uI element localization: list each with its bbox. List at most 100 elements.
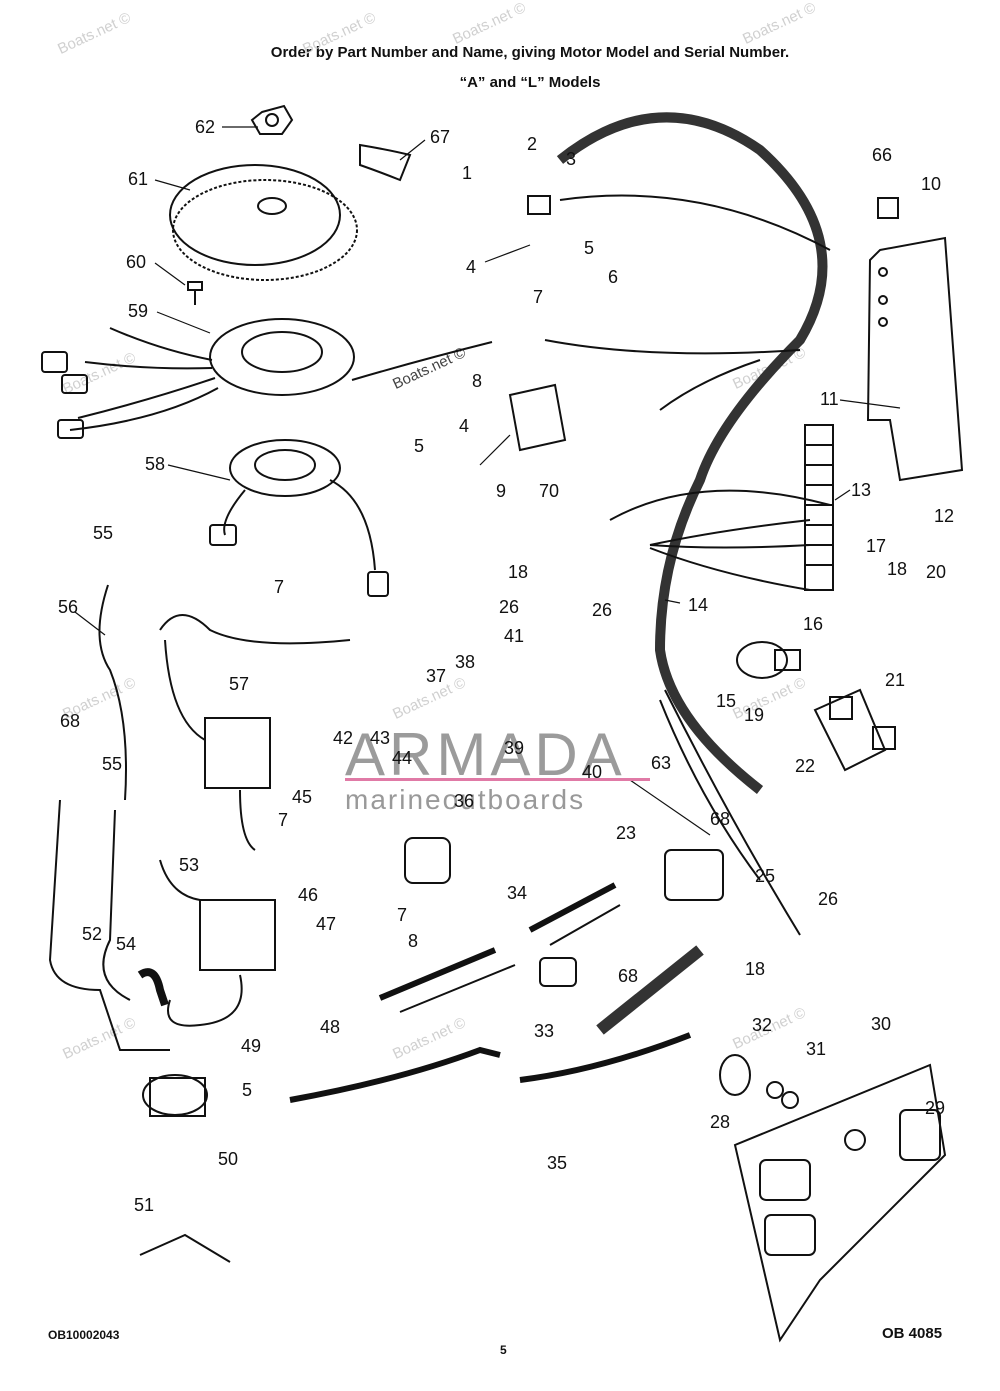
callout: 42 <box>333 728 354 748</box>
callout: 68 <box>60 711 81 731</box>
callout: 35 <box>547 1153 568 1173</box>
mount-part <box>719 1054 751 1096</box>
callout: 18 <box>887 559 908 579</box>
callout: 62 <box>195 117 216 137</box>
callout: 7 <box>397 905 408 925</box>
callout: 26 <box>818 889 839 909</box>
callout: 56 <box>58 597 79 617</box>
brand-watermark: ARMADA <box>345 721 626 788</box>
callout: 37 <box>426 666 447 686</box>
callout: 14 <box>688 595 709 615</box>
stator-part <box>41 318 493 439</box>
callout: 47 <box>316 914 337 934</box>
bolt-part <box>187 281 203 305</box>
callout: 12 <box>934 506 955 526</box>
callout: 3 <box>566 149 577 169</box>
cable-part <box>48 799 170 1051</box>
lead-part <box>139 1233 231 1263</box>
brand-subtitle: marineoutboards <box>345 784 586 815</box>
terminal-block-part <box>804 424 834 591</box>
callout: 21 <box>885 670 906 690</box>
callout: 70 <box>539 481 560 501</box>
callout: 2 <box>527 134 538 154</box>
callout: 55 <box>102 754 123 774</box>
callout: 31 <box>806 1039 827 1059</box>
callout: 18 <box>745 959 766 979</box>
bracket-part <box>866 236 964 482</box>
callout: 43 <box>370 728 391 748</box>
callout: 1 <box>462 163 473 183</box>
callout: 46 <box>298 885 319 905</box>
callout: 44 <box>392 748 413 768</box>
callout: 8 <box>408 931 419 951</box>
callout: 26 <box>592 600 613 620</box>
callout: 53 <box>179 855 200 875</box>
callout: 7 <box>278 810 289 830</box>
callout: 32 <box>752 1015 773 1035</box>
header-subtitle: “A” and “L” Models <box>459 74 601 91</box>
callout: 40 <box>582 762 603 782</box>
boot-part <box>137 968 169 1007</box>
callout: 7 <box>533 287 544 307</box>
washer-part <box>766 1081 784 1099</box>
ground-strap-part <box>98 584 127 801</box>
solenoid-part <box>664 849 724 901</box>
callout: 11 <box>820 389 839 409</box>
callout: 13 <box>851 480 872 500</box>
callout: 68 <box>710 809 731 829</box>
condenser-part <box>404 837 451 884</box>
callout: 55 <box>93 523 114 543</box>
callout: 39 <box>504 738 525 758</box>
wire-part <box>378 947 497 1001</box>
callout: 5 <box>414 436 425 456</box>
grommet-part <box>829 696 853 720</box>
callout: 8 <box>472 371 483 391</box>
callout: 67 <box>430 127 451 147</box>
callout: 15 <box>716 691 737 711</box>
rectifier-part <box>508 383 567 452</box>
page-number: 5 <box>500 1343 507 1357</box>
callout: 20 <box>926 562 947 582</box>
grommet-part <box>844 1129 866 1151</box>
callout: 17 <box>866 536 887 556</box>
choke-part <box>142 1074 208 1117</box>
callout: 10 <box>921 174 942 194</box>
callout: 61 <box>128 169 149 189</box>
callout: 57 <box>229 674 250 694</box>
callout: 63 <box>651 753 672 773</box>
callout: 5 <box>242 1080 253 1100</box>
key-switch-part <box>736 641 801 679</box>
shim-part <box>359 143 412 182</box>
mounting-plate-part <box>733 1063 947 1343</box>
callout: 60 <box>126 252 147 272</box>
trigger-part <box>209 439 389 597</box>
callout: 36 <box>454 791 475 811</box>
callout: 25 <box>755 866 776 886</box>
ignition-coil-part <box>159 859 276 1027</box>
power-pack-part <box>159 614 351 851</box>
wire-harness-part <box>544 112 831 936</box>
callout: 23 <box>616 823 637 843</box>
callout: 26 <box>499 597 520 617</box>
callout: 29 <box>925 1098 946 1118</box>
callout: 9 <box>496 481 507 501</box>
callout: 4 <box>459 416 470 436</box>
retainer-part <box>872 726 896 750</box>
figure-code: OB 4085 <box>882 1325 943 1342</box>
clip-part <box>877 197 899 219</box>
callout: 18 <box>508 562 529 582</box>
callout: 50 <box>218 1149 239 1169</box>
callout: 16 <box>803 614 824 634</box>
callout: 59 <box>128 301 149 321</box>
callout: 54 <box>116 934 137 954</box>
clamp-part <box>539 957 577 987</box>
harness-part <box>289 1046 501 1103</box>
callout: 51 <box>134 1195 155 1215</box>
washer-part <box>781 1091 799 1109</box>
callout: 28 <box>710 1112 731 1132</box>
callout: 38 <box>455 652 476 672</box>
callout: 4 <box>466 257 477 277</box>
header-title: Order by Part Number and Name, giving Mo… <box>270 44 790 61</box>
callout: 5 <box>584 238 595 258</box>
